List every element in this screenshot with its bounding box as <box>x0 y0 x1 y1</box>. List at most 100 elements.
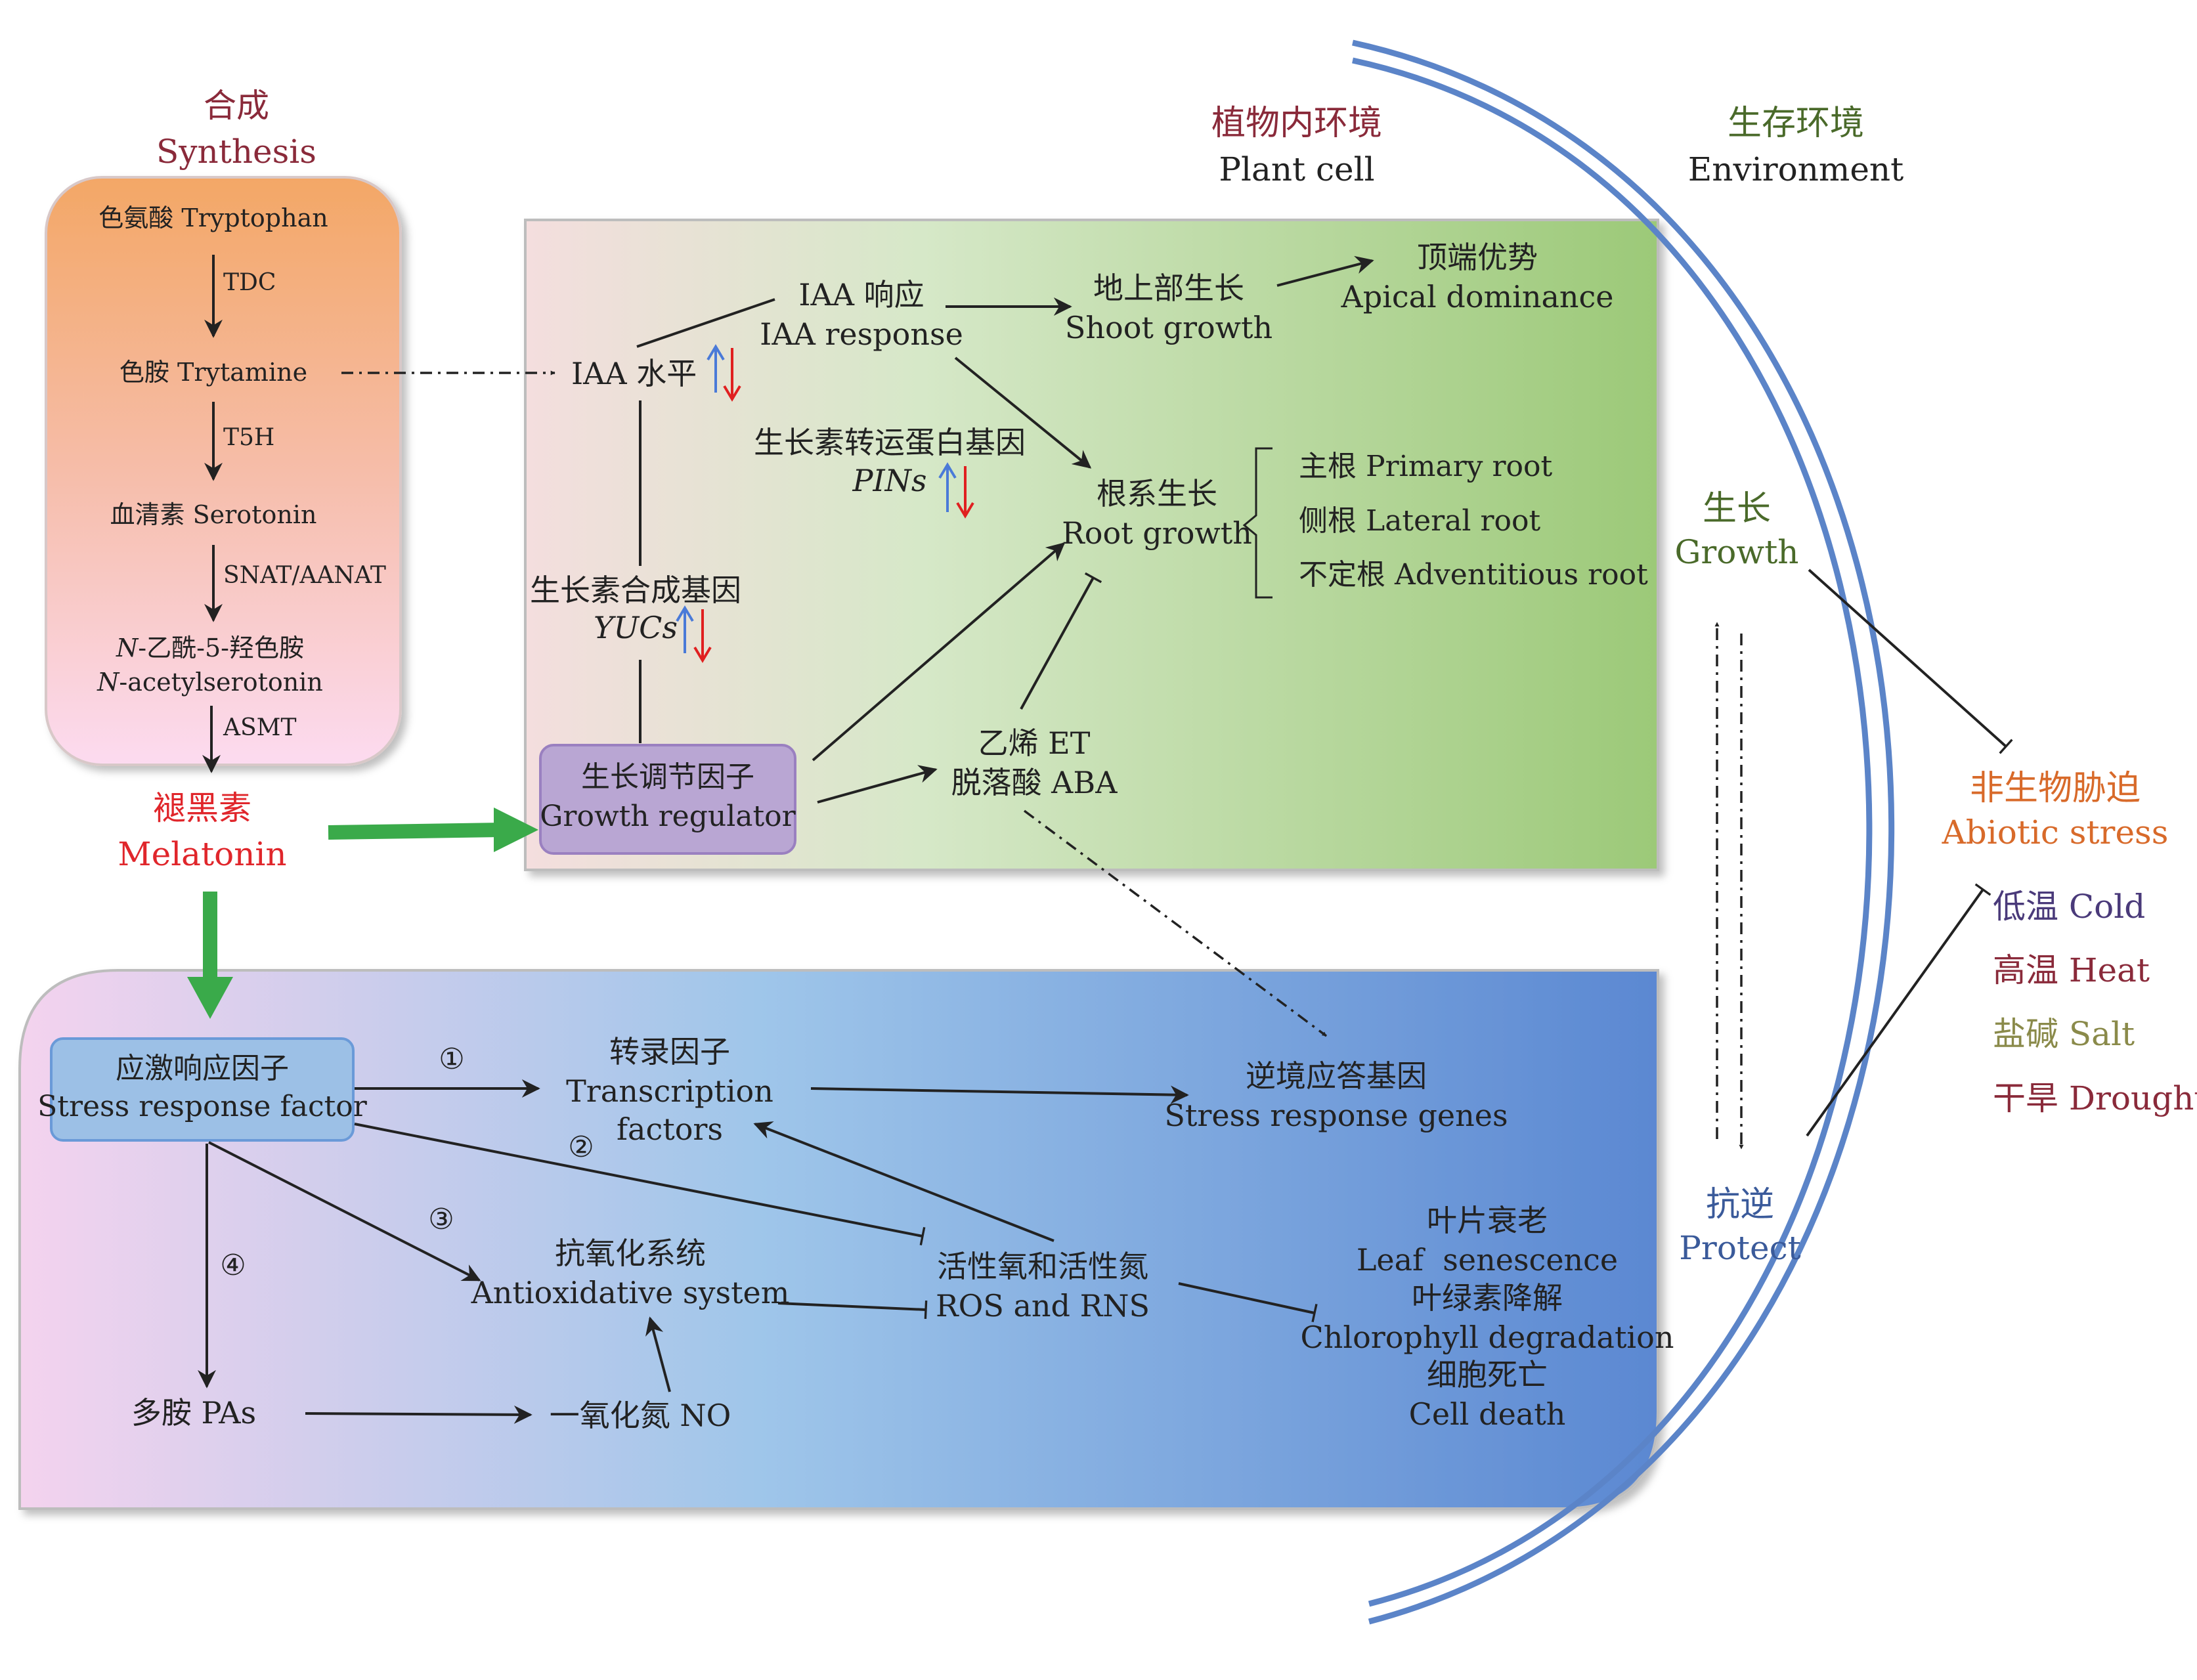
aba-label: 脱落酸 ABA <box>951 765 1118 800</box>
line-iaa-response <box>636 298 775 348</box>
growth-regulator-en: Growth regulator <box>540 800 796 833</box>
yuc-gene-en: YUCs <box>594 610 678 645</box>
pathway-number-3: ③ <box>428 1203 454 1236</box>
root-bracket <box>1242 447 1273 599</box>
stress-salt: 盐碱 Salt <box>1993 1015 2135 1053</box>
stress-response-factor-box <box>50 1037 355 1142</box>
tryptophan-label: 色氨酸 Tryptophan <box>98 204 328 232</box>
arrow-shoot-apical <box>1276 255 1374 287</box>
inhibit-et-root <box>1020 572 1102 710</box>
inhibit-factor-ros <box>354 1123 926 1246</box>
root-type-primary: 主根 Primary root <box>1299 450 1553 483</box>
pin-gene-en: PINs <box>852 463 927 498</box>
stress-cold: 低温 Cold <box>1993 888 2145 926</box>
root-type-lateral: 侧根 Lateral root <box>1299 504 1540 538</box>
senescence-line-6: Cell death <box>1409 1396 1566 1432</box>
stress-response-factor-cn: 应激响应因子 <box>116 1052 289 1085</box>
arrow-regulator-root <box>812 542 1066 762</box>
synthesis-title-en: Synthesis <box>156 133 316 171</box>
arrow-regulator-et <box>817 765 938 804</box>
antioxidative-system-cn: 抗氧化系统 <box>555 1236 706 1271</box>
pin-gene-cn: 生长素转运蛋白基因 <box>754 425 1026 460</box>
senescence-line-1: 叶片衰老 <box>1427 1203 1548 1238</box>
tdc-label: TDC <box>223 269 276 296</box>
shoot-growth-en: Shoot growth <box>1065 310 1273 345</box>
stress-panel <box>18 969 1659 1510</box>
apical-dominance-cn: 顶端优势 <box>1417 240 1538 275</box>
nitric-oxide-label: 一氧化氮 NO <box>550 1398 731 1433</box>
inhibit-antiox-ros <box>777 1300 928 1320</box>
green-arrowhead-right <box>494 808 538 852</box>
environment-title-en: Environment <box>1688 150 1903 188</box>
inhibit-protect-stress <box>1806 883 1991 1137</box>
shoot-growth-cn: 地上部生长 <box>1093 270 1244 306</box>
pins-up-down-arrows <box>938 462 974 519</box>
transcription-factors-cn: 转录因子 <box>609 1034 730 1069</box>
inhibit-ros-senescence <box>1178 1282 1318 1323</box>
stress-response-genes-en: Stress response genes <box>1164 1098 1508 1133</box>
environment-title-cn: 生存环境 <box>1728 104 1864 143</box>
tryptamine-label: 色胺 Trytamine <box>120 358 307 387</box>
plant-cell-title-en: Plant cell <box>1219 150 1374 188</box>
acetylserotonin-en-label: N-acetylserotonin <box>97 668 323 697</box>
pathway-number-1: ① <box>439 1043 464 1076</box>
synthesis-panel <box>45 176 402 766</box>
iaa-up-down-arrows <box>707 344 741 402</box>
et-label: 乙烯 ET <box>978 725 1091 761</box>
apical-dominance-en: Apical dominance <box>1340 279 1613 314</box>
inhibit-growth-abiotic <box>1808 569 2013 754</box>
senescence-line-5: 细胞死亡 <box>1427 1357 1548 1392</box>
protect-label-en: Protect <box>1679 1229 1800 1267</box>
growth-label-en: Growth <box>1674 533 1798 571</box>
protect-label-cn: 抗逆 <box>1706 1185 1774 1224</box>
root-growth-en: Root growth <box>1062 515 1252 551</box>
arrow-pa-no <box>305 1405 533 1424</box>
synthesis-title-cn: 合成 <box>204 87 269 125</box>
green-arrow-right <box>328 823 503 840</box>
abiotic-stress-en: Abiotic stress <box>1942 813 2169 851</box>
arrow-ros-tf <box>753 1121 1055 1242</box>
senescence-line-4: Chlorophyll degradation <box>1301 1320 1674 1355</box>
arrow-response-root <box>954 356 1092 469</box>
plant-cell-title-cn: 植物内环境 <box>1211 104 1382 143</box>
ros-rns-en: ROS and RNS <box>936 1288 1150 1324</box>
transcription-factors-en1: Transcription <box>566 1073 773 1109</box>
transcription-factors-en2: factors <box>617 1111 723 1147</box>
iaa-level: IAA 水平 <box>571 356 697 391</box>
iaa-response-cn: IAA 响应 <box>798 277 924 312</box>
pathway-number-4: ④ <box>220 1249 246 1282</box>
acetylserotonin-cn-label: N-乙酰-5-羟色胺 <box>116 634 304 662</box>
yucs-up-down-arrows <box>676 605 712 663</box>
senescence-line-3: 叶绿素降解 <box>1412 1280 1563 1316</box>
arrow-aba-stress-genes <box>1023 809 1328 1037</box>
melatonin-en: Melatonin <box>118 835 286 873</box>
melatonin-cn: 褪黑素 <box>153 789 251 827</box>
growth-regulator-cn: 生长调节因子 <box>581 760 754 794</box>
cell-membrane-outer <box>1352 39 1895 1625</box>
pathway-number-2: ② <box>568 1131 594 1164</box>
t5h-label: T5H <box>223 424 274 451</box>
stress-drought: 干旱 Drought <box>1993 1079 2197 1117</box>
stress-response-genes-cn: 逆境应答基因 <box>1246 1058 1427 1094</box>
serotonin-label: 血清素 Serotonin <box>110 500 317 529</box>
root-type-adventitious: 不定根 Adventitious root <box>1299 558 1648 592</box>
stress-heat: 高温 Heat <box>1993 951 2150 989</box>
growth-regulator-box <box>539 744 796 855</box>
yuc-gene-cn: 生长素合成基因 <box>530 572 741 608</box>
cell-membrane-inner <box>1352 57 1873 1607</box>
asmt-label: ASMT <box>223 714 297 741</box>
arrow-tf-genes <box>810 1085 1189 1104</box>
ros-rns-cn: 活性氧和活性氮 <box>937 1249 1148 1284</box>
iaa-response-en: IAA response <box>760 316 963 352</box>
stress-response-factor-en: Stress response factor <box>37 1090 368 1123</box>
root-growth-cn: 根系生长 <box>1097 476 1217 511</box>
antioxidative-system-en: Antioxidative system <box>471 1275 790 1310</box>
arrow-factor-antiox <box>208 1141 481 1282</box>
arrow-no-antiox <box>645 1316 671 1392</box>
abiotic-stress-cn: 非生物胁迫 <box>1970 769 2141 808</box>
snat-aanat-label: SNAT/AANAT <box>223 562 386 589</box>
polyamines-label: 多胺 PAs <box>131 1395 256 1431</box>
green-arrowhead-down <box>187 977 233 1019</box>
senescence-line-2: Leaf senescence <box>1357 1242 1618 1278</box>
growth-label-cn: 生长 <box>1703 489 1771 528</box>
